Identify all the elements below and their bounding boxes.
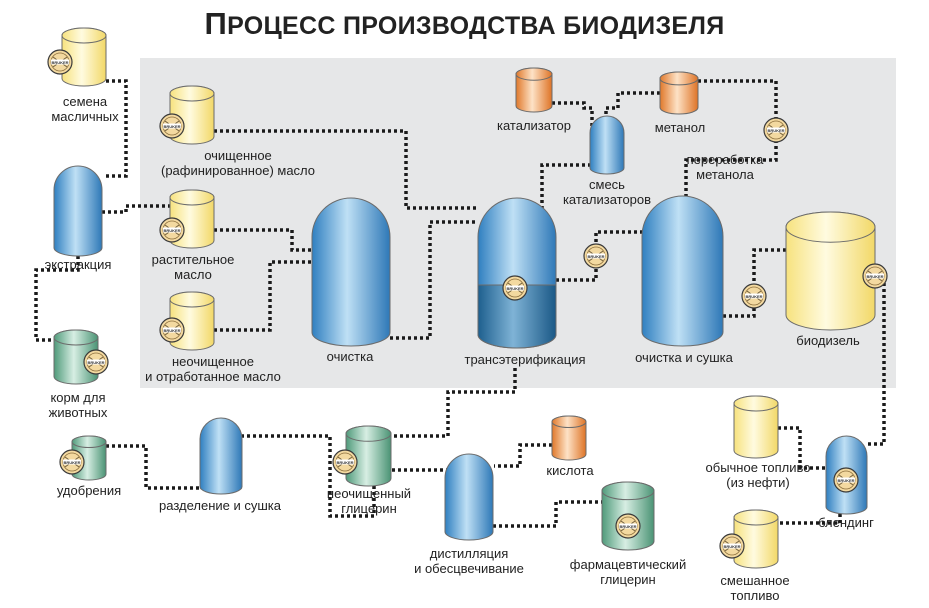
separation-tank	[199, 417, 243, 495]
flow-transesterification-glycerin	[391, 368, 517, 438]
flow-biodiesel-blending	[867, 278, 886, 446]
bruker-logo-icon-cleandry: BRUKER	[741, 283, 767, 309]
flow-recovery-cleandry	[684, 140, 778, 204]
svg-text:BRUKER: BRUKER	[745, 294, 762, 299]
label-transesterification: трансэтерификация	[464, 352, 586, 367]
purification-tank	[311, 197, 391, 347]
flow-vegetable-purification	[214, 228, 312, 252]
title-text: РОЦЕСС ПРОИЗВОДСТВА БИОДИЗЕЛЯ	[227, 12, 725, 40]
flow-separation-fertilizer	[106, 444, 200, 490]
biodiesel-tank	[785, 211, 876, 331]
flow-blending-mixed	[778, 514, 842, 525]
fossil-fuel-tank	[733, 395, 779, 459]
svg-text:BRUKER: BRUKER	[837, 478, 854, 483]
methanol-tank	[659, 71, 699, 115]
flow-extraction-feed	[34, 256, 80, 342]
catalyst-tank	[515, 67, 553, 113]
title-initial: П	[204, 6, 228, 41]
bruker-logo-icon-crude-glycerin: BRUKER	[332, 449, 358, 475]
svg-text:BRUKER: BRUKER	[163, 328, 180, 333]
crude-glycerin-tank	[345, 425, 392, 487]
mixed-fuel-tank	[733, 509, 779, 569]
label-clean-dry: очистка и сушка	[635, 350, 733, 365]
label-biodiesel: биодизель	[796, 333, 860, 348]
bruker-logo-icon-fertilizer: BRUKER	[59, 449, 85, 475]
distillation-tank	[444, 453, 494, 541]
catmix-tank	[589, 115, 625, 175]
bruker-logo-icon-blending: BRUKER	[833, 467, 859, 493]
bruker-logo-icon-crude: BRUKER	[159, 317, 185, 343]
bruker-logo-icon-mixed-fuel: BRUKER	[719, 533, 745, 559]
extraction-tank	[53, 165, 103, 257]
svg-text:BRUKER: BRUKER	[51, 60, 68, 65]
label-refined-oil: очищенное(рафинированное) масло	[160, 148, 316, 178]
flow-methanol-catmix	[604, 91, 660, 128]
svg-text:BRUKER: BRUKER	[63, 460, 80, 465]
flow-catalyst-catmix	[552, 101, 594, 128]
flow-methanol-recovery	[698, 79, 778, 126]
flow-connectors	[34, 79, 886, 528]
bruker-logo-icon-refined: BRUKER	[159, 113, 185, 139]
svg-text:BRUKER: BRUKER	[87, 360, 104, 365]
bruker-logo-icon-catmix: BRUKER	[583, 243, 609, 269]
acid-tank	[551, 415, 587, 461]
label-blending: блендинг	[818, 515, 874, 530]
flow-crude-purification	[214, 260, 312, 332]
svg-text:BRUKER: BRUKER	[163, 124, 180, 129]
seeds-tank	[61, 27, 107, 87]
svg-text:BRUKER: BRUKER	[506, 286, 523, 291]
svg-text:BRUKER: BRUKER	[767, 128, 784, 133]
flow-extraction-vegetable	[102, 204, 170, 214]
svg-text:BRUKER: BRUKER	[866, 274, 883, 279]
label-methanol: метанол	[654, 120, 706, 135]
flow-acid-distillation	[494, 443, 552, 468]
svg-text:BRUKER: BRUKER	[723, 544, 740, 549]
svg-text:BRUKER: BRUKER	[619, 524, 636, 529]
page-title: ПРОЦЕСС ПРОИЗВОДСТВА БИОДИЗЕЛЯ	[0, 6, 929, 42]
bruker-logo-icon-methanol-recovery: BRUKER	[763, 117, 789, 143]
bruker-logo-icon-pharma-glycerin: BRUKER	[615, 513, 641, 539]
label-catalyst: катализатор	[497, 118, 571, 133]
cleandry-tank	[641, 195, 724, 347]
label-separation: разделение и сушка	[159, 498, 281, 513]
bruker-logo-icon-transesterification: BRUKER	[502, 275, 528, 301]
flow-fossil-blending	[778, 426, 826, 470]
bruker-logo-icon-vegetable: BRUKER	[159, 217, 185, 243]
bruker-logo-icon-seeds: BRUKER	[47, 49, 73, 75]
flow-refined-transesterification	[214, 129, 478, 210]
label-fertilizer: удобрения	[56, 483, 122, 498]
flow-distillation-pharma	[493, 500, 602, 528]
transesterification-tank	[477, 197, 557, 349]
flow-purification-transesterification	[390, 220, 478, 340]
flow-transesterification-cleandry	[556, 230, 642, 282]
bruker-logo-icon-feed: BRUKER	[83, 349, 109, 375]
flow-glycerin-separation	[242, 434, 376, 518]
bruker-logo-icon-biodiesel: BRUKER	[862, 263, 888, 289]
svg-text:BRUKER: BRUKER	[587, 254, 604, 259]
label-fossil-fuel: обычное топливо(из нефти)	[705, 460, 811, 490]
svg-text:BRUKER: BRUKER	[336, 460, 353, 465]
flow-seeds-extraction	[106, 79, 128, 178]
svg-text:BRUKER: BRUKER	[163, 228, 180, 233]
label-purification: очистка	[326, 349, 374, 364]
label-extraction: экстракция	[44, 257, 112, 272]
label-acid: кислота	[546, 463, 594, 478]
